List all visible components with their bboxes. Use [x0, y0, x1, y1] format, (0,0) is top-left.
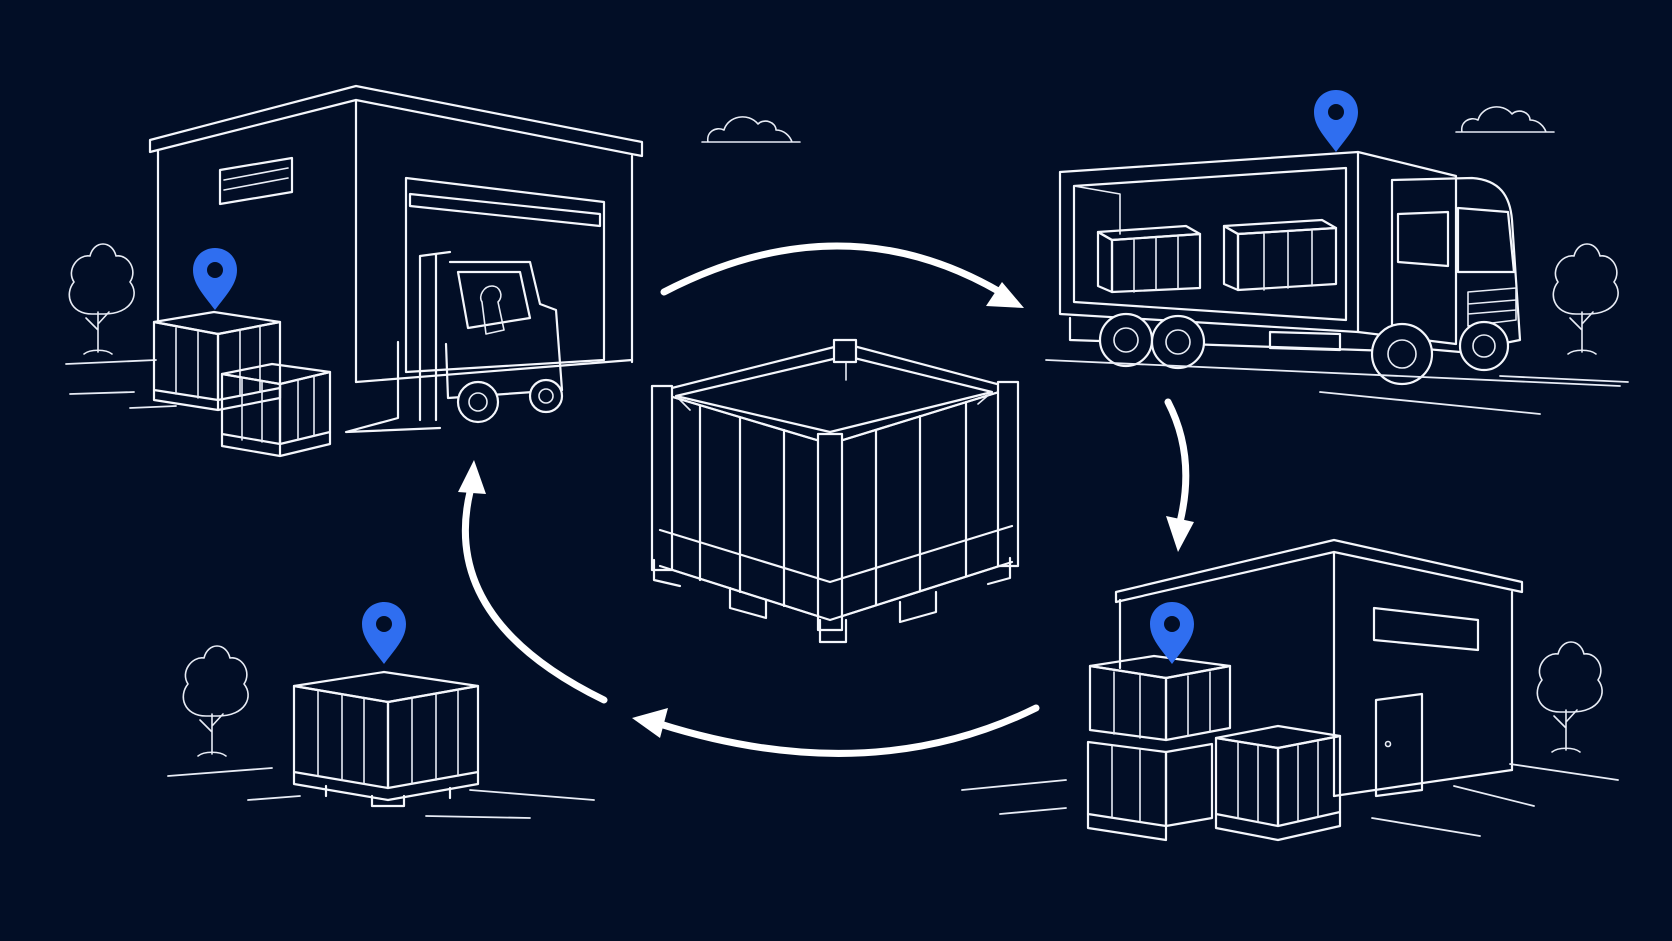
arrow-return-to-warehouse	[458, 460, 608, 704]
location-pin-icon	[362, 602, 406, 664]
truck-icon	[1058, 150, 1522, 386]
destination-stage	[961, 538, 1619, 842]
warehouse-building-icon	[148, 84, 644, 384]
return-stage	[167, 602, 595, 819]
arrow-destination-to-return	[632, 704, 1040, 757]
location-pin-icon	[1150, 602, 1194, 664]
cloud-icon	[701, 116, 801, 143]
crate-icon	[292, 670, 480, 808]
center-crate-icon	[650, 338, 1020, 644]
tree-icon	[182, 645, 249, 757]
transport-stage	[1045, 90, 1629, 415]
location-pin-icon	[193, 248, 237, 310]
tree-icon	[1552, 243, 1619, 355]
warehouse-stage	[65, 84, 644, 458]
tree-icon	[68, 243, 135, 355]
crate-icon	[1088, 654, 1232, 742]
arrow-warehouse-to-truck	[660, 242, 1024, 308]
forklift-icon	[344, 250, 564, 434]
warehouse-building-icon	[1114, 538, 1524, 798]
cloud-icon	[1455, 106, 1555, 133]
flow-arrows	[458, 242, 1194, 757]
crate-icon	[220, 362, 332, 458]
location-pin-icon	[1314, 90, 1358, 152]
crate-icon	[1086, 740, 1214, 842]
crate-icon	[152, 310, 282, 412]
tree-icon	[1536, 641, 1603, 753]
crate-icon	[1214, 724, 1342, 842]
arrow-truck-to-destination	[1164, 398, 1194, 552]
